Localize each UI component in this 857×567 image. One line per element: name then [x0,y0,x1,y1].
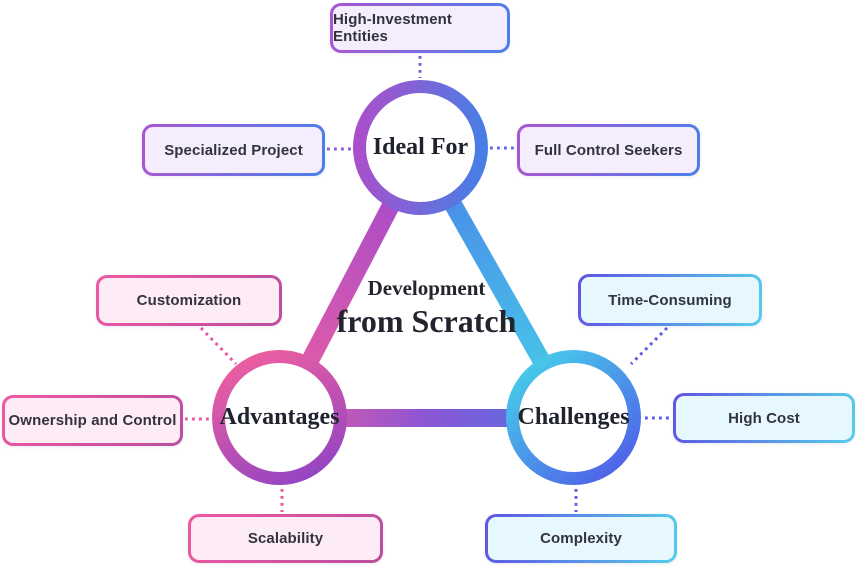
item-label: Complexity [540,530,622,547]
item-label: Ownership and Control [8,412,177,429]
item-label: High-Investment Entities [333,11,453,45]
item-label: Specialized Project [164,141,303,159]
item-label: Time-Consuming [608,291,732,309]
item-label: Customization [136,292,242,309]
item-box-high-cost: High Cost [673,393,855,443]
item-label: Scalability [247,530,324,547]
item-box-complexity: Complexity [485,514,677,563]
item-box-time-consuming: Time-Consuming [578,274,762,326]
item-box-customization: Customization [96,275,282,326]
item-box-scalability: Scalability [188,514,383,563]
item-label: High Cost [728,409,800,427]
item-label: Full Control Seekers [534,141,683,159]
node-advantages-label: Advantages [220,363,340,472]
node-challenges-label: Challenges [518,363,630,472]
item-box-ownership-and-control: Ownership and Control [2,395,183,446]
center-title-line2: from Scratch [336,303,517,340]
connector-time-consuming [629,326,669,366]
triangle-fill [280,148,574,418]
center-title-line1: Development [367,276,486,300]
item-box-high-investment-entities: High-Investment Entities [330,3,510,53]
node-challenges: Challenges [506,350,641,485]
node-ideal-for-label: Ideal For [366,93,475,202]
item-box-full-control-seekers: Full Control Seekers [517,124,700,176]
node-ideal-for: Ideal For [353,80,488,215]
item-box-specialized-project: Specialized Project [142,124,325,176]
node-advantages: Advantages [212,350,347,485]
center-title: Development from Scratch [300,276,553,340]
connector-customization [199,326,238,366]
